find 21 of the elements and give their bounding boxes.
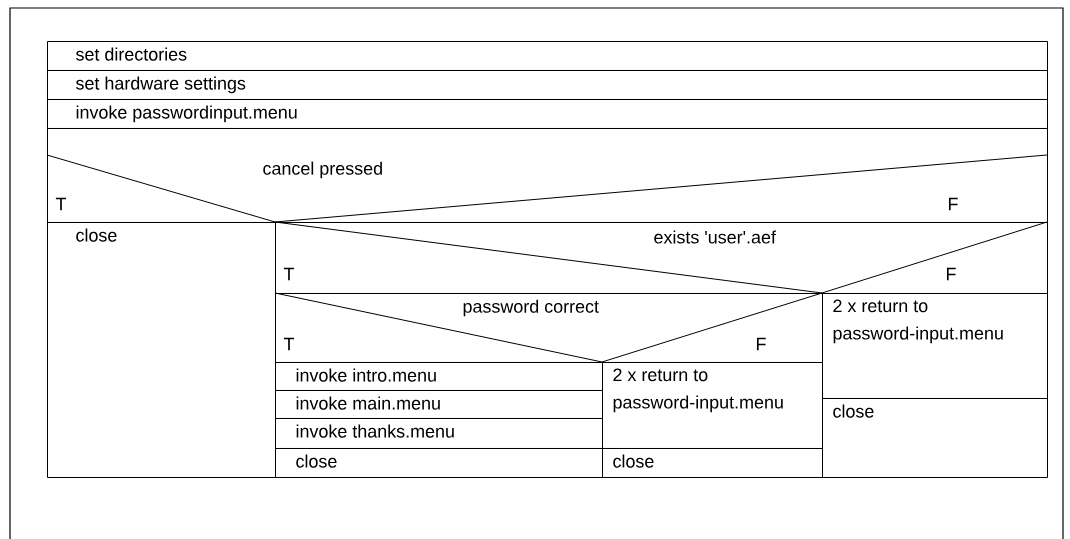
process-block: close bbox=[275, 448, 603, 478]
branch-label: T bbox=[55, 197, 67, 211]
process-block: invoke thanks.menu bbox=[275, 418, 603, 449]
branch-label: F bbox=[756, 337, 766, 351]
condition-text: cancel pressed bbox=[263, 161, 382, 179]
process-block: close bbox=[602, 448, 823, 478]
process-block: close bbox=[47, 222, 276, 478]
branch-label: T bbox=[283, 337, 295, 351]
process-block: invoke intro.menu bbox=[275, 362, 603, 391]
process-block: invoke main.menu bbox=[275, 390, 603, 419]
condition-text: password correct bbox=[463, 299, 599, 317]
process-block: set hardware settings bbox=[47, 70, 1048, 100]
process-block: close bbox=[822, 398, 1048, 478]
process-block: 2 x return to password-input.menu bbox=[822, 293, 1048, 399]
process-block: invoke passwordinput.menu bbox=[47, 99, 1048, 129]
branch-label: T bbox=[283, 267, 295, 281]
process-block: 2 x return to password-input.menu bbox=[602, 362, 823, 449]
branch-label: F bbox=[948, 197, 958, 211]
condition-text: exists 'user'.aef bbox=[654, 230, 776, 244]
process-block: set directories bbox=[47, 41, 1048, 71]
branch-label: F bbox=[946, 267, 956, 281]
